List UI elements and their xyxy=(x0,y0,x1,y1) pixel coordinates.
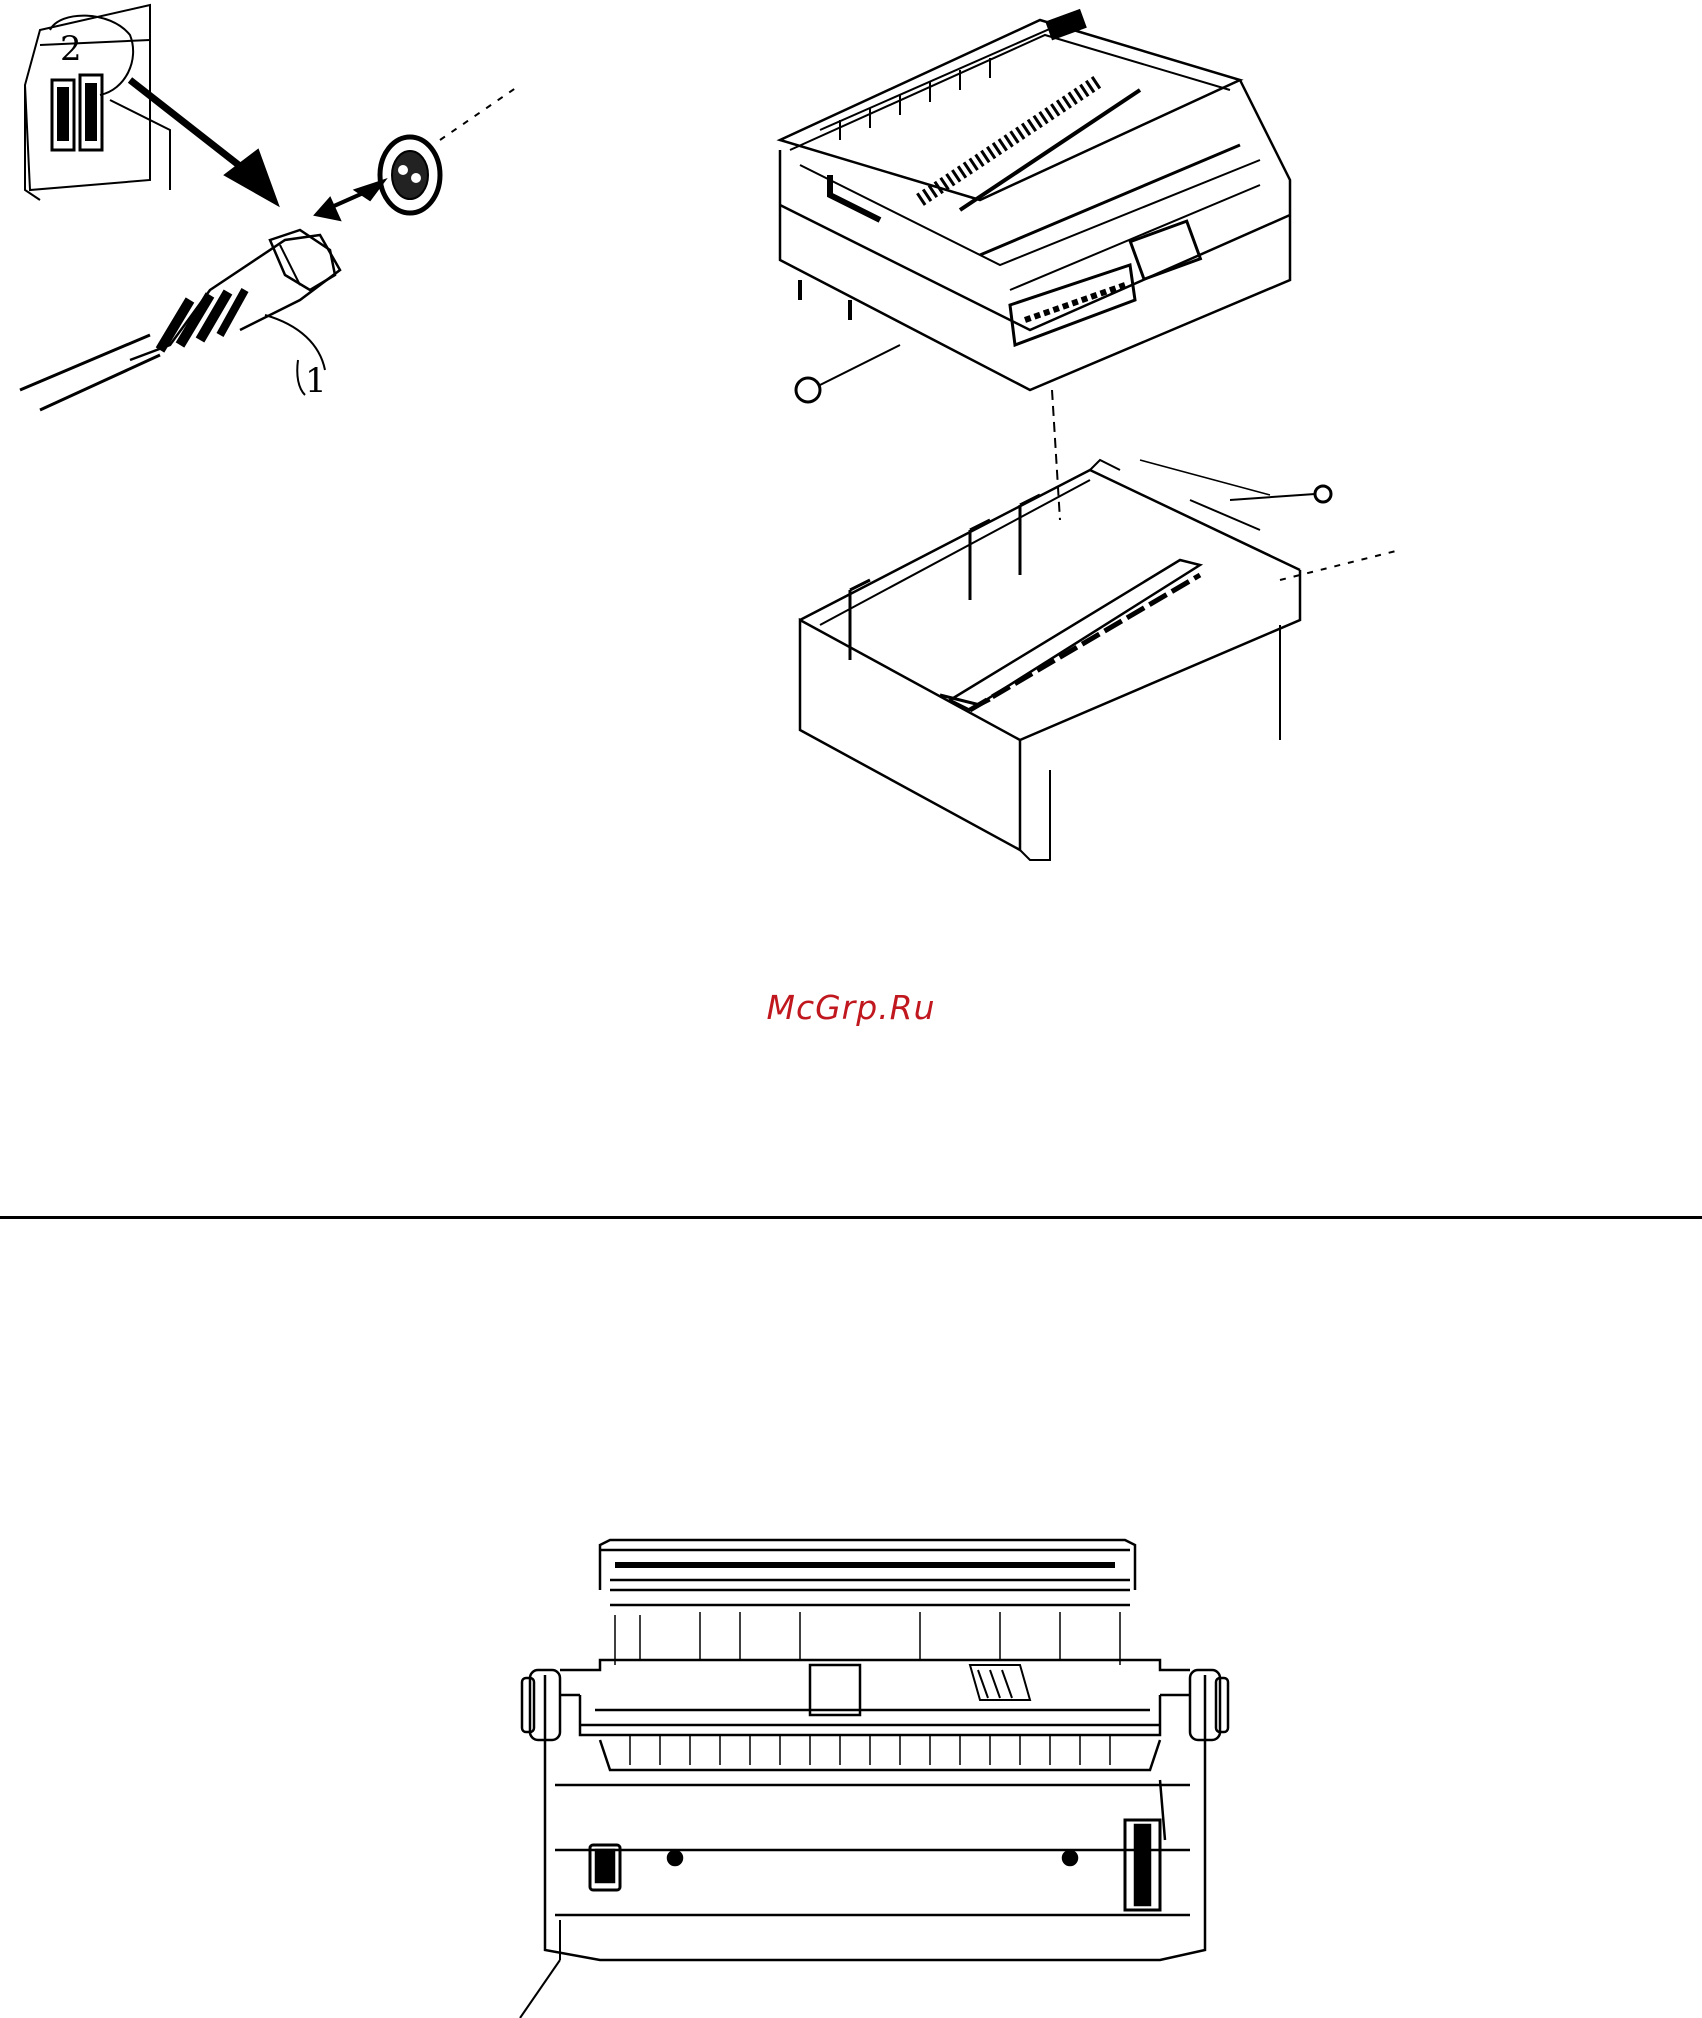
callout-number-2: 2 xyxy=(60,29,82,69)
page-divider xyxy=(0,1216,1702,1219)
watermark: McGrp.Ru xyxy=(0,988,1702,1027)
power-connector-illustration: 2 1 xyxy=(0,0,540,420)
printer-front-view-illustration xyxy=(500,1520,1260,2018)
callout-number-1: 1 xyxy=(305,361,327,401)
printer-on-stand-illustration xyxy=(760,0,1420,870)
